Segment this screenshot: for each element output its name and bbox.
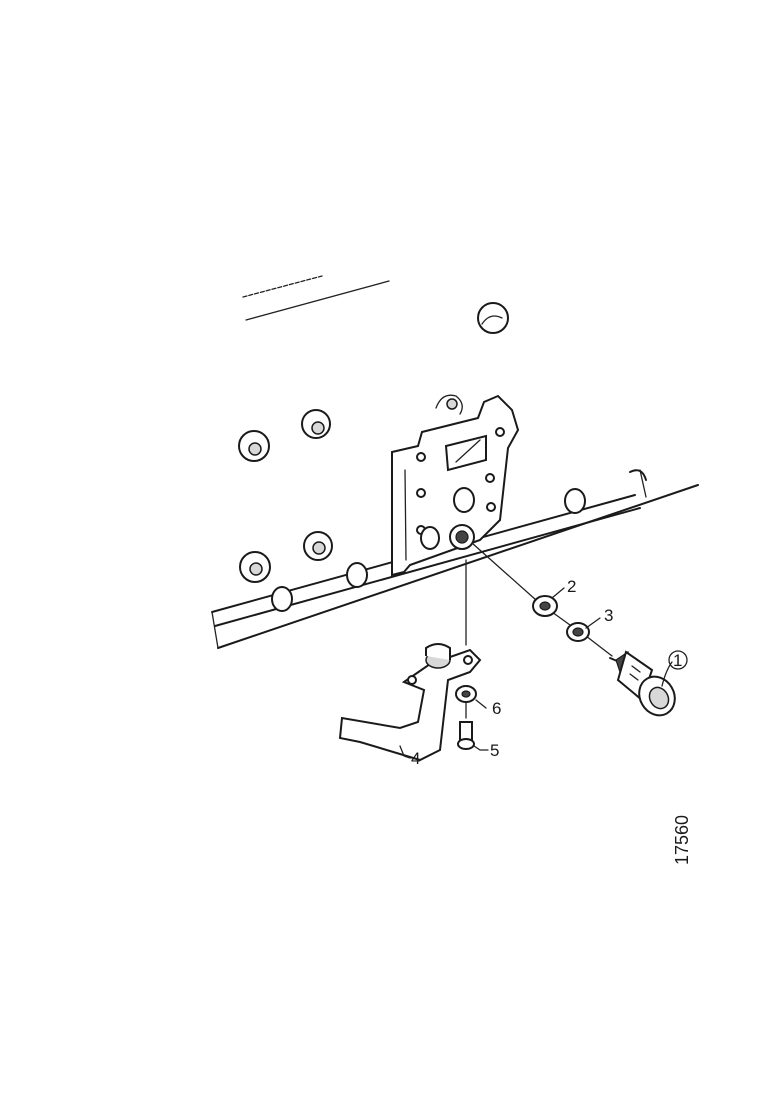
figure-number: 17560 xyxy=(672,815,692,865)
callout-6: 6 xyxy=(492,699,501,718)
washer-part-6 xyxy=(455,685,477,703)
mounting-bracket xyxy=(391,394,520,577)
panel-rivets xyxy=(238,302,647,612)
callout-3: 3 xyxy=(604,606,613,625)
washer-part-3 xyxy=(566,622,590,642)
callout-2: 2 xyxy=(567,577,576,596)
callout-labels: 1 2 3 4 5 6 xyxy=(411,577,688,768)
nut-part-2 xyxy=(532,595,558,617)
bolt-part-5 xyxy=(457,721,475,750)
callout-5: 5 xyxy=(490,741,499,760)
knob-part-1 xyxy=(609,650,676,717)
callout-leaders xyxy=(399,587,673,759)
assembly-axes xyxy=(465,542,613,719)
handle-part-4 xyxy=(338,643,482,762)
callout-1: 1 xyxy=(673,651,682,670)
callout-4: 4 xyxy=(411,749,420,768)
upper-frame-lines xyxy=(242,275,390,321)
